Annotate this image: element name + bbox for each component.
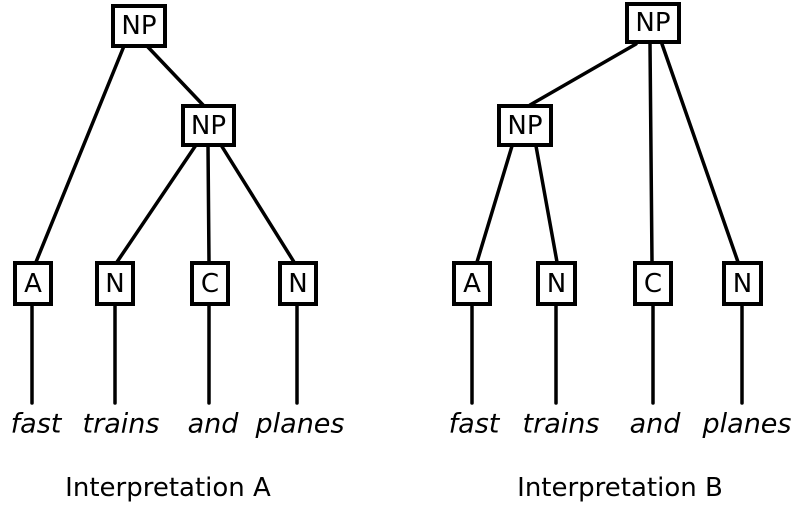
tree-a-word-planes: planes	[255, 408, 345, 440]
tree-a-leaf-noun-2: N	[278, 261, 318, 306]
tree-b-leaf-conjunction: C	[633, 261, 673, 306]
tree-a-root-node: NP	[111, 4, 167, 48]
tree-a-leaf-conjunction: C	[190, 261, 230, 306]
tree-a-leaf-noun-1: N	[95, 261, 135, 306]
tree-b-word-planes: planes	[702, 408, 792, 440]
tree-b-inner-np-node: NP	[497, 104, 553, 147]
tree-a-caption: Interpretation A	[65, 473, 271, 503]
tree-a-leaf-adjective: A	[13, 261, 53, 306]
tree-a-word-trains: trains	[82, 408, 160, 440]
tree-b-caption: Interpretation B	[517, 473, 723, 503]
tree-a-word-and: and	[187, 408, 239, 440]
tree-a-word-fast: fast	[10, 408, 62, 440]
tree-b-leaf-adjective: A	[452, 261, 492, 306]
tree-a-inner-np-node: NP	[181, 104, 236, 147]
tree-b-leaf-noun-2: N	[722, 261, 763, 306]
tree-b-leaf-noun-1: N	[536, 261, 577, 306]
tree-b-word-fast: fast	[448, 408, 500, 440]
tree-b-word-and: and	[629, 408, 681, 440]
tree-b-root-node: NP	[625, 2, 681, 44]
tree-b-word-trains: trains	[522, 408, 600, 440]
